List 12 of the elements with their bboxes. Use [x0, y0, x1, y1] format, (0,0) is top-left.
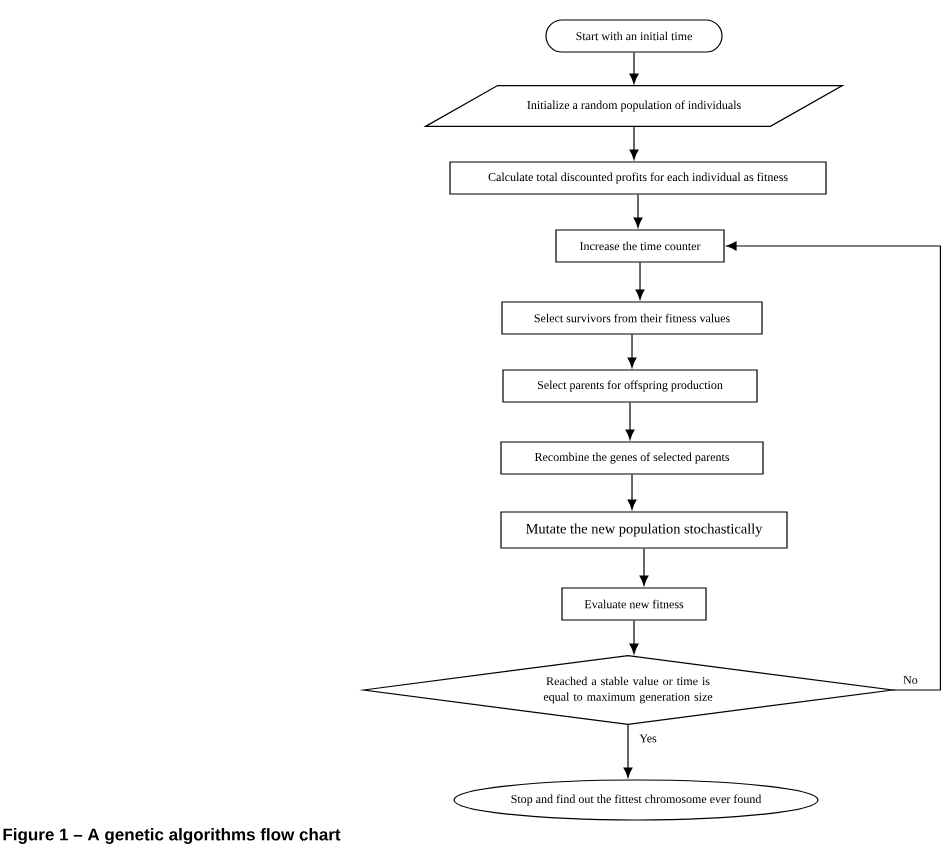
- arrow: [629, 125, 639, 160]
- arrow: [625, 402, 635, 440]
- arrow: [627, 334, 637, 368]
- arrow: [629, 52, 639, 84]
- arrow: [629, 620, 639, 654]
- figure-caption: Figure 1 – A genetic algorithms flow chart: [3, 828, 341, 844]
- arrow: [627, 474, 637, 510]
- arrow: [623, 723, 633, 778]
- arrow: [639, 548, 649, 586]
- arrow: [726, 241, 941, 691]
- arrow: [635, 262, 645, 300]
- arrow: [633, 194, 643, 228]
